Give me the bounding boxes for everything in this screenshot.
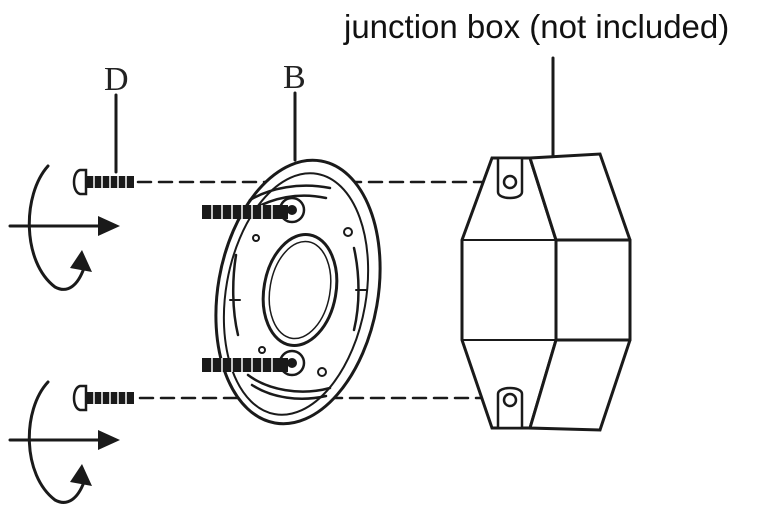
screw-label-d: D [104,61,129,98]
bracket-screw-top [202,205,288,219]
screw-d-top [72,168,134,196]
bracket-label-b: B [283,59,306,96]
junction-box-label: junction box (not included) [343,8,729,45]
junction-box [460,152,632,432]
bracket-screw-bottom [202,358,288,372]
rotation-arrow-bottom-icon [8,380,120,504]
rotation-arrow-top-icon [8,164,120,291]
screw-d-bottom [72,384,134,412]
mounting-bracket-b [214,158,382,426]
